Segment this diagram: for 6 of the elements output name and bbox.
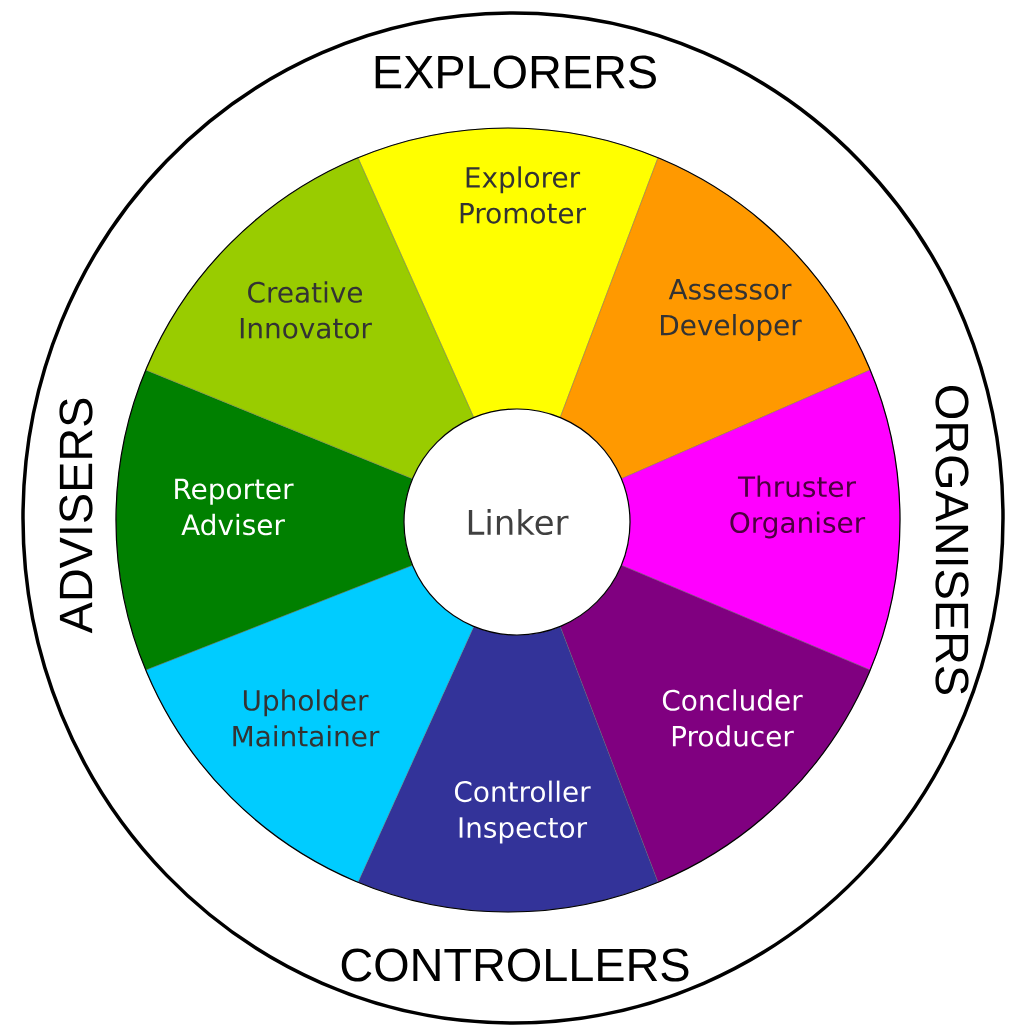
ring-label: CONTROLLERS bbox=[341, 948, 689, 982]
ring-label: EXPLORERS bbox=[375, 55, 656, 89]
ring-label: ADVISERS bbox=[59, 398, 93, 634]
wheel-segment: Thruster Organiser bbox=[621, 369, 901, 671]
ring-label: ORGANISERS bbox=[935, 386, 969, 694]
wheel-segment: Reporter Adviser bbox=[115, 369, 413, 671]
